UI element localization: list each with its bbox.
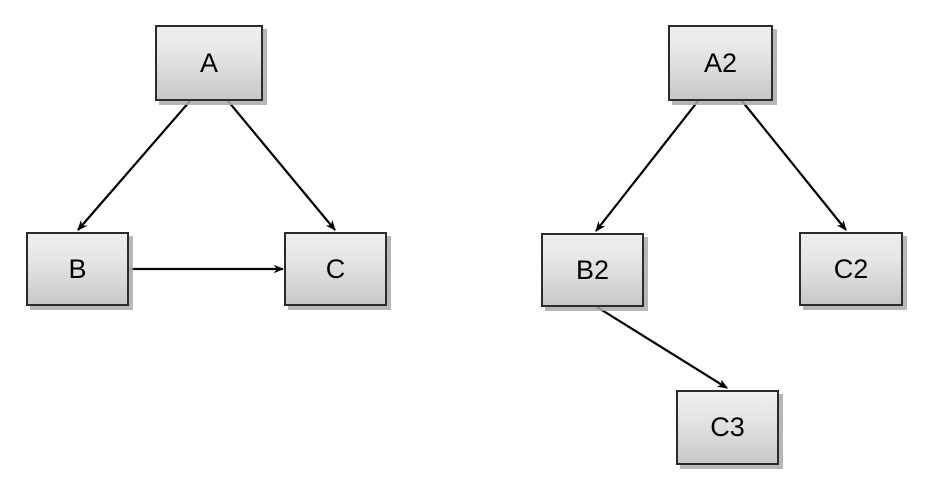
node-B2[interactable]: B2 (541, 233, 644, 307)
node-label-B2: B2 (575, 254, 610, 285)
node-C3[interactable]: C3 (676, 390, 779, 465)
node-B[interactable]: B (26, 232, 129, 306)
node-label-A2: A2 (703, 47, 738, 78)
node-C[interactable]: C (284, 232, 387, 306)
node-label-A: A (199, 47, 218, 78)
node-A[interactable]: A (155, 25, 263, 101)
edge-B2-C3[interactable] (596, 306, 727, 389)
edges-group (77, 100, 847, 389)
node-label-B: B (68, 253, 87, 284)
edge-A-C[interactable] (227, 100, 336, 230)
edge-A2-C2[interactable] (741, 100, 847, 230)
edge-A-B[interactable] (77, 100, 191, 230)
edge-A2-B2[interactable] (595, 100, 699, 231)
node-A2[interactable]: A2 (668, 25, 773, 101)
node-C2[interactable]: C2 (799, 232, 903, 306)
node-label-C: C (325, 253, 346, 284)
node-label-C3: C3 (710, 412, 745, 442)
node-label-C2: C2 (833, 253, 869, 284)
